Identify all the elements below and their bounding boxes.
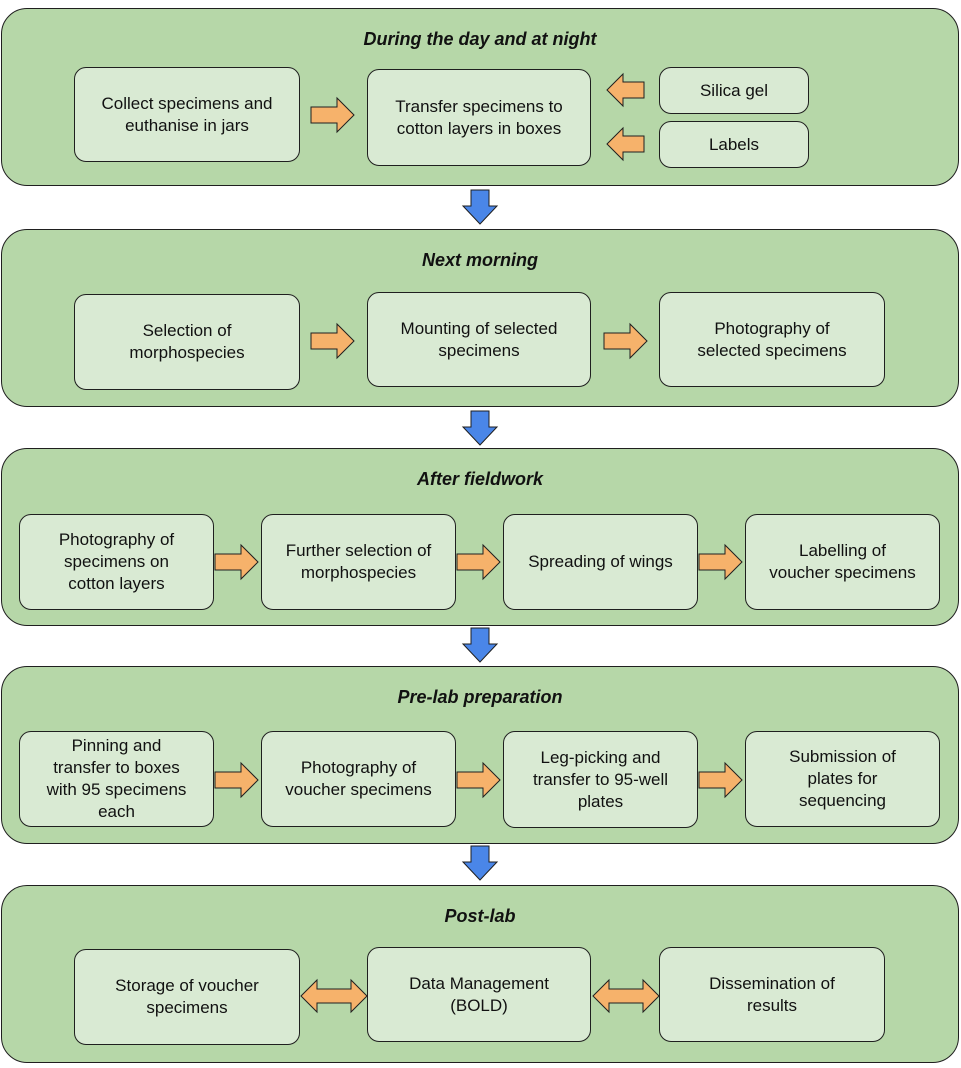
step-submission-of-plates: Submission of plates for sequencing [745, 731, 940, 827]
arrow-right-icon [456, 543, 501, 581]
step-photography-on-cotton: Photography of specimens on cotton layer… [19, 514, 214, 610]
arrow-right-icon [698, 761, 743, 799]
stage-title: Next morning [421, 250, 538, 270]
step-transfer-to-cotton: Transfer specimens to cotton layers in b… [367, 69, 591, 166]
step-pinning-and-transfer: Pinning and transfer to boxes with 95 sp… [19, 731, 214, 827]
double-arrow-icon [592, 978, 660, 1014]
step-dissemination-of-results: Dissemination of results [659, 947, 885, 1042]
stage-title: During the day and at night [363, 29, 597, 49]
stage-title: After fieldwork [416, 469, 544, 489]
input-silica-gel: Silica gel [659, 67, 809, 114]
arrow-right-icon [214, 543, 259, 581]
step-photography-selected-specimens: Photography of selected specimens [659, 292, 885, 387]
arrow-right-icon [603, 322, 648, 360]
double-arrow-icon [300, 978, 368, 1014]
arrow-down-icon [461, 627, 499, 663]
step-further-selection: Further selection of morphospecies [261, 514, 456, 610]
arrow-right-icon [698, 543, 743, 581]
step-labelling-vouchers: Labelling of voucher specimens [745, 514, 940, 610]
step-leg-picking: Leg-picking and transfer to 95-well plat… [503, 731, 698, 828]
arrow-right-icon [456, 761, 501, 799]
step-photography-vouchers: Photography of voucher specimens [261, 731, 456, 827]
arrow-down-icon [461, 189, 499, 225]
step-storage-of-vouchers: Storage of voucher specimens [74, 949, 300, 1045]
input-labels: Labels [659, 121, 809, 168]
step-spreading-of-wings: Spreading of wings [503, 514, 698, 610]
step-selection-of-morphospecies: Selection of morphospecies [74, 294, 300, 390]
arrow-down-icon [461, 845, 499, 881]
arrow-left-icon [606, 126, 645, 162]
arrow-right-icon [214, 761, 259, 799]
step-collect-specimens: Collect specimens and euthanise in jars [74, 67, 300, 162]
step-mounting-selected-specimens: Mounting of selected specimens [367, 292, 591, 387]
stage-title: Pre-lab preparation [397, 687, 563, 707]
arrow-right-icon [310, 322, 355, 360]
step-data-management-bold: Data Management (BOLD) [367, 947, 591, 1042]
arrow-right-icon [310, 96, 355, 134]
stage-title: Post-lab [444, 906, 516, 926]
arrow-down-icon [461, 410, 499, 446]
arrow-left-icon [606, 72, 645, 108]
